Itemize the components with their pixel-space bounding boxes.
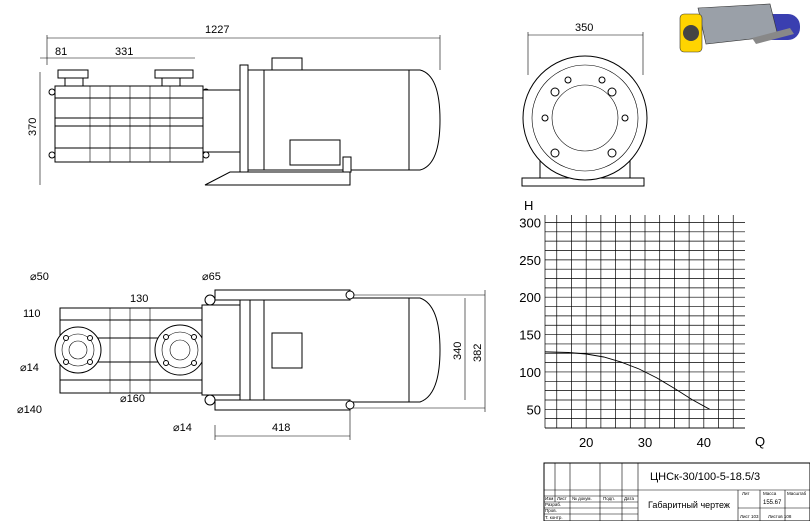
chart-ylabel: H: [524, 198, 533, 213]
tb-mass-label: Масса: [763, 491, 777, 496]
tb-row-dev: Разраб.: [545, 502, 561, 507]
chart-ytick-label: 100: [519, 365, 541, 380]
dim-height: 370: [27, 118, 39, 136]
dim-418: 418: [272, 422, 290, 434]
dim-d50: ⌀50: [30, 271, 49, 283]
chart-ytick-label: 250: [519, 253, 541, 268]
performance-chart: H Q 50 100 150 200 250 300 20 30 40: [519, 198, 765, 450]
tb-col-sign: Подп.: [603, 496, 615, 501]
chart-xtick-label: 40: [697, 435, 711, 450]
tb-col-izm: Изм: [545, 496, 553, 501]
side-view: 350: [521, 22, 648, 187]
dim-side-width: 350: [575, 22, 593, 34]
dim-d14-left: ⌀14: [20, 362, 39, 374]
tb-scale-label: Масштаб: [787, 491, 807, 496]
title-block: ЦНСк-30/100-5-18.5/3 Габаритный чертеж И…: [543, 462, 810, 521]
tb-sheet: Лист 103: [740, 514, 759, 519]
tb-row-tcontrol: Т. контр.: [545, 515, 563, 520]
tb-col-date: Дата: [624, 496, 634, 501]
dim-d14-foot: ⌀14: [173, 422, 192, 434]
chart-ytick-label: 200: [519, 290, 541, 305]
chart-ytick-label: 300: [519, 215, 541, 230]
dim-110: 110: [23, 308, 41, 320]
title-designation: ЦНСк-30/100-5-18.5/3: [650, 471, 760, 483]
top-view: ⌀50 ⌀65 130 110 ⌀14 ⌀140 ⌀160 ⌀14 418 34…: [17, 271, 486, 440]
tb-col-doc: № докум.: [572, 496, 592, 501]
dim-d65: ⌀65: [202, 271, 221, 283]
pump-3d-preview: [679, 3, 800, 53]
dim-flange-offset: 81: [55, 46, 67, 58]
tb-col-list: Лист: [557, 496, 567, 501]
chart-xlabel: Q: [755, 434, 765, 449]
chart-xtick-label: 30: [638, 435, 652, 450]
dim-flange-span: 331: [115, 46, 133, 58]
dim-d140: ⌀140: [17, 404, 42, 416]
dim-382: 382: [472, 344, 484, 362]
chart-ytick-label: 150: [519, 328, 541, 343]
chart-ytick-label: 50: [527, 402, 541, 417]
chart-xtick-label: 20: [579, 435, 593, 450]
chart-series-line: [544, 351, 710, 410]
dim-340: 340: [452, 342, 464, 360]
dim-d160: ⌀160: [120, 393, 145, 405]
tb-lit: Лит: [742, 491, 750, 496]
dim-overall-length: 1227: [205, 24, 229, 36]
dim-130: 130: [130, 293, 148, 305]
tb-row-check: Пров.: [545, 508, 557, 513]
front-view: 1227 81 331 370: [27, 24, 441, 186]
tb-sheets: Листов 108: [768, 514, 792, 519]
title-drawing-name: Габаритный чертеж: [648, 500, 730, 510]
tb-mass-value: 155.67: [763, 500, 782, 506]
